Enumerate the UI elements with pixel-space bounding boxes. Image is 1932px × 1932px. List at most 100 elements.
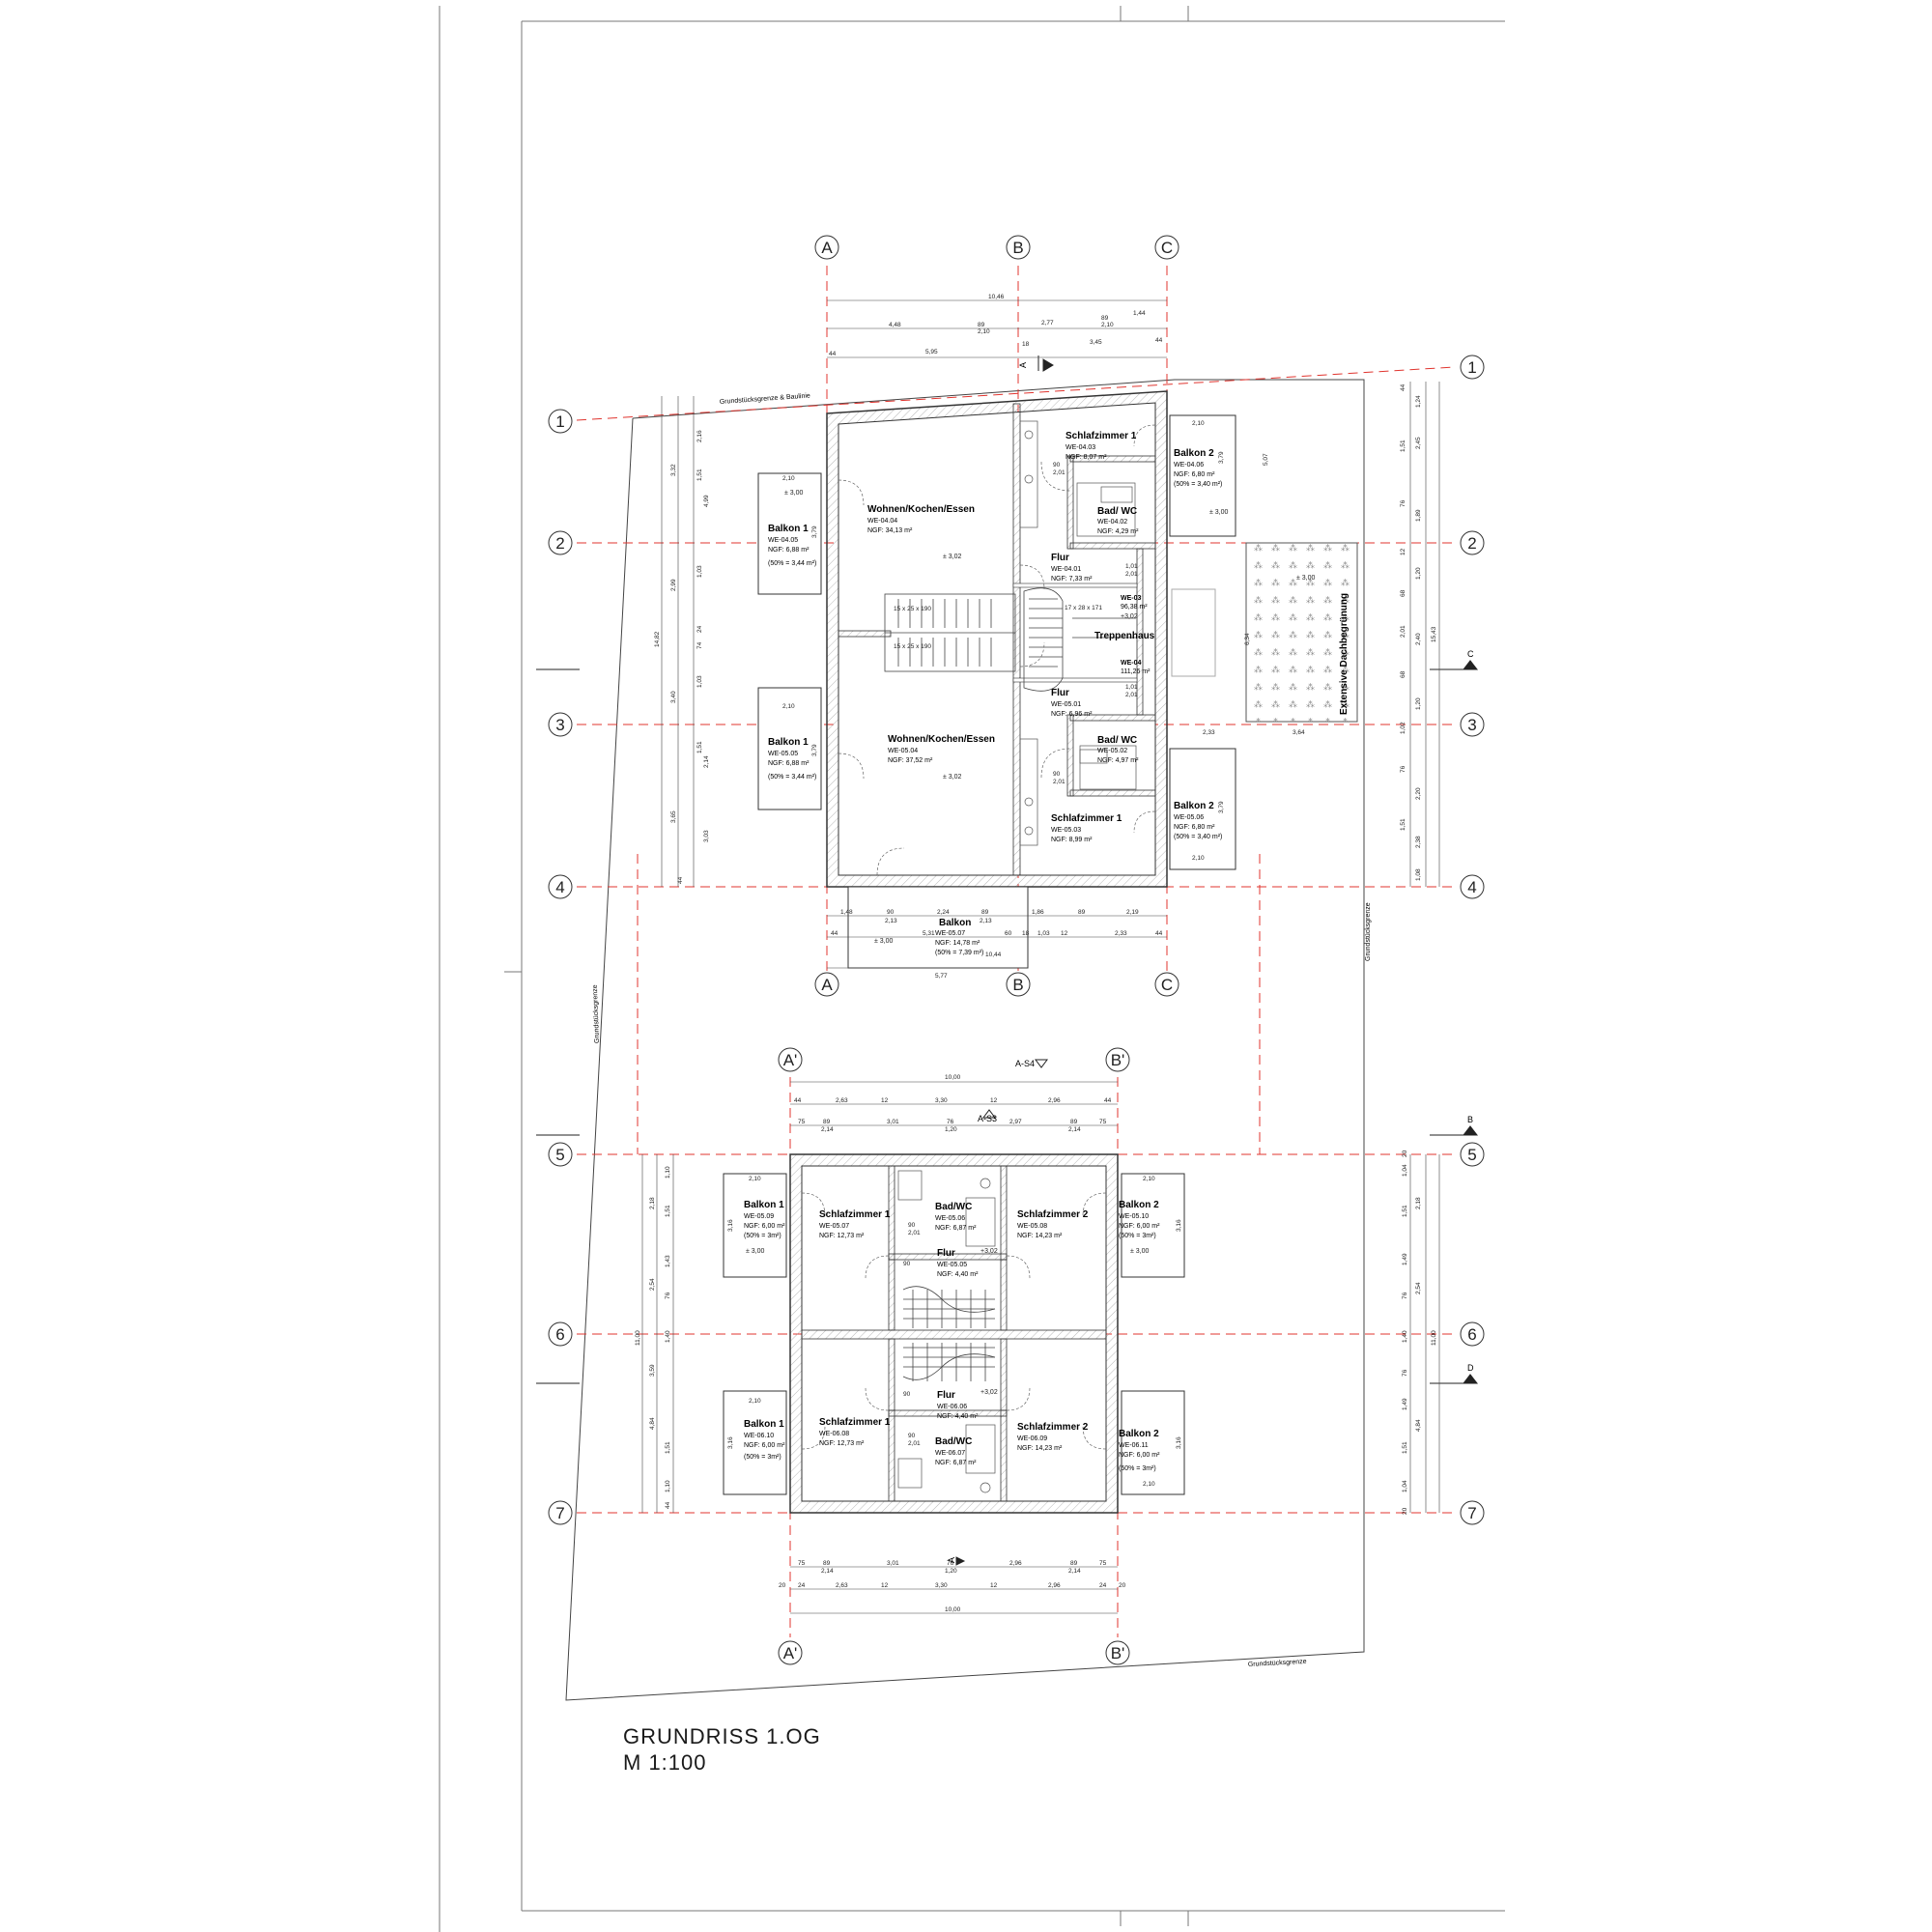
svg-text:2,38: 2,38	[1415, 836, 1422, 848]
svg-text:2,45: 2,45	[1415, 437, 1422, 449]
svg-text:44: 44	[677, 876, 684, 884]
svg-text:4,84: 4,84	[1415, 1419, 1422, 1432]
svg-text:2,13: 2,13	[885, 918, 897, 924]
svg-text:WE-05.06: WE-05.06	[1174, 814, 1204, 821]
room-balkon2-0506: Balkon 2	[1174, 801, 1214, 811]
svg-text:2,14: 2,14	[821, 1126, 834, 1133]
svg-text:44: 44	[1155, 337, 1163, 344]
fixtures-lower	[897, 1170, 996, 1493]
room-wohnen-0404: Wohnen/Kochen/Essen	[867, 504, 975, 515]
svg-text:NGF: 6,96 m²: NGF: 6,96 m²	[1051, 711, 1093, 718]
svg-text:2,01: 2,01	[1053, 469, 1065, 476]
svg-text:2,13: 2,13	[980, 918, 992, 924]
sheet-frame	[439, 6, 1505, 1932]
svg-text:WE-06.10: WE-06.10	[744, 1433, 774, 1439]
room-treppenhaus: Treppenhaus	[1094, 631, 1155, 641]
svg-text:NGF: 6,80 m²: NGF: 6,80 m²	[1174, 471, 1215, 478]
svg-text:1,43: 1,43	[665, 1255, 671, 1267]
section-label-b: B	[1467, 1115, 1473, 1124]
svg-text:12: 12	[881, 1582, 889, 1589]
svg-text:NGF: 37,52 m²: NGF: 37,52 m²	[888, 757, 933, 764]
svg-text:2,18: 2,18	[649, 1197, 656, 1209]
room-balkon1-0405: Balkon 1	[768, 524, 809, 534]
svg-text:3,79: 3,79	[1218, 801, 1225, 813]
svg-text:2,01: 2,01	[1400, 625, 1406, 638]
svg-text:90: 90	[908, 1222, 916, 1229]
svg-text:NGF: 8,99 m²: NGF: 8,99 m²	[1051, 837, 1093, 843]
svg-text:89: 89	[823, 1560, 831, 1567]
svg-text:± 3,02: ± 3,02	[943, 554, 962, 560]
svg-text:12: 12	[990, 1097, 998, 1104]
svg-text:WE-05.07: WE-05.07	[819, 1223, 849, 1230]
svg-text:2,01: 2,01	[908, 1440, 921, 1447]
doors-lower	[801, 1192, 1107, 1450]
room-wohnen-0504: Wohnen/Kochen/Essen	[888, 734, 995, 745]
svg-text:NGF: 8,07 m²: NGF: 8,07 m²	[1065, 454, 1107, 461]
svg-text:1,02: 1,02	[1400, 722, 1406, 734]
svg-text:1,20: 1,20	[1415, 567, 1422, 580]
room-bad-0402: Bad/ WC	[1097, 506, 1137, 517]
svg-text:NGF: 34,13 m²: NGF: 34,13 m²	[867, 527, 913, 534]
svg-text:2,24: 2,24	[937, 909, 950, 916]
svg-text:NGF: 6,00 m²: NGF: 6,00 m²	[1119, 1452, 1160, 1459]
svg-text:12: 12	[881, 1097, 889, 1104]
svg-text:NGF: 4,40 m²: NGF: 4,40 m²	[937, 1271, 979, 1278]
svg-text:6,34: 6,34	[1244, 633, 1251, 645]
svg-text:2,10: 2,10	[1143, 1176, 1155, 1182]
svg-text:+3,02: +3,02	[980, 1248, 998, 1255]
room-we03: WE-03	[1121, 595, 1142, 602]
axis-label-a-bottom: A	[821, 976, 833, 994]
svg-text:4,84: 4,84	[649, 1417, 656, 1430]
level-markers: ± 3,00 ± 3,00 ± 3,02 ± 3,00 ± 3,02 ± 3,0…	[746, 490, 1316, 1396]
svg-text:WE-04.06: WE-04.06	[1174, 462, 1204, 469]
room-balkon2-0510: Balkon 2	[1119, 1200, 1159, 1210]
svg-text:76: 76	[947, 1560, 954, 1567]
svg-text:10,44: 10,44	[985, 952, 1002, 958]
svg-text:96,38 m²: 96,38 m²	[1121, 604, 1148, 611]
svg-text:20: 20	[779, 1582, 786, 1589]
svg-text:90: 90	[887, 909, 895, 916]
svg-text:NGF: 6,00 m²: NGF: 6,00 m²	[744, 1223, 785, 1230]
svg-text:2,14: 2,14	[703, 755, 710, 768]
svg-text:89: 89	[978, 322, 985, 328]
svg-text:20: 20	[1402, 1150, 1408, 1157]
svg-text:12: 12	[1061, 930, 1068, 937]
svg-text:2,96: 2,96	[1048, 1097, 1061, 1104]
svg-text:WE-05.07: WE-05.07	[935, 930, 965, 937]
svg-text:2,54: 2,54	[1415, 1282, 1422, 1294]
svg-text:WE-06.08: WE-06.08	[819, 1431, 849, 1437]
svg-text:20: 20	[1119, 1582, 1126, 1589]
svg-text:89: 89	[1101, 315, 1109, 322]
svg-text:20: 20	[1402, 1507, 1408, 1515]
svg-text:2,18: 2,18	[1415, 1197, 1422, 1209]
svg-text:NGF: 6,88 m²: NGF: 6,88 m²	[768, 760, 810, 767]
room-flur-0501: Flur	[1051, 688, 1069, 698]
svg-text:2,63: 2,63	[836, 1097, 848, 1104]
svg-text:2,16: 2,16	[696, 430, 703, 442]
section-label-c: C	[1467, 649, 1474, 659]
svg-text:± 3,02: ± 3,02	[943, 774, 962, 781]
svg-text:2,99: 2,99	[670, 579, 677, 591]
svg-text:1,89: 1,89	[1415, 509, 1422, 522]
svg-text:2,14: 2,14	[821, 1568, 834, 1575]
svg-text:± 3,00: ± 3,00	[1130, 1248, 1150, 1255]
svg-text:2,10: 2,10	[749, 1398, 761, 1405]
svg-text:3,79: 3,79	[1218, 451, 1225, 464]
svg-text:NGF: 6,80 m²: NGF: 6,80 m²	[1174, 824, 1215, 831]
svg-text:(50% = 3m²): (50% = 3m²)	[1119, 1233, 1156, 1239]
svg-text:68: 68	[1400, 670, 1406, 678]
room-schlafzimmer1-0507: Schlafzimmer 1	[819, 1209, 891, 1220]
svg-text:3,64: 3,64	[1293, 729, 1305, 736]
section-markers	[536, 355, 1479, 1566]
svg-text:NGF: 12,73 m²: NGF: 12,73 m²	[819, 1233, 865, 1239]
svg-text:WE-06.06: WE-06.06	[937, 1404, 967, 1410]
axis-label-6-left: 6	[555, 1325, 564, 1344]
svg-text:WE-05.04: WE-05.04	[888, 748, 918, 754]
green-roof-area	[1245, 542, 1358, 723]
axis-bubbles	[548, 235, 1485, 1665]
balconies-lower	[723, 1173, 1185, 1495]
svg-text:NGF: 4,29 m²: NGF: 4,29 m²	[1097, 528, 1139, 535]
svg-text:2,14: 2,14	[1068, 1568, 1081, 1575]
svg-text:76: 76	[665, 1292, 671, 1299]
svg-text:15 x 25 x 190: 15 x 25 x 190	[894, 606, 931, 612]
